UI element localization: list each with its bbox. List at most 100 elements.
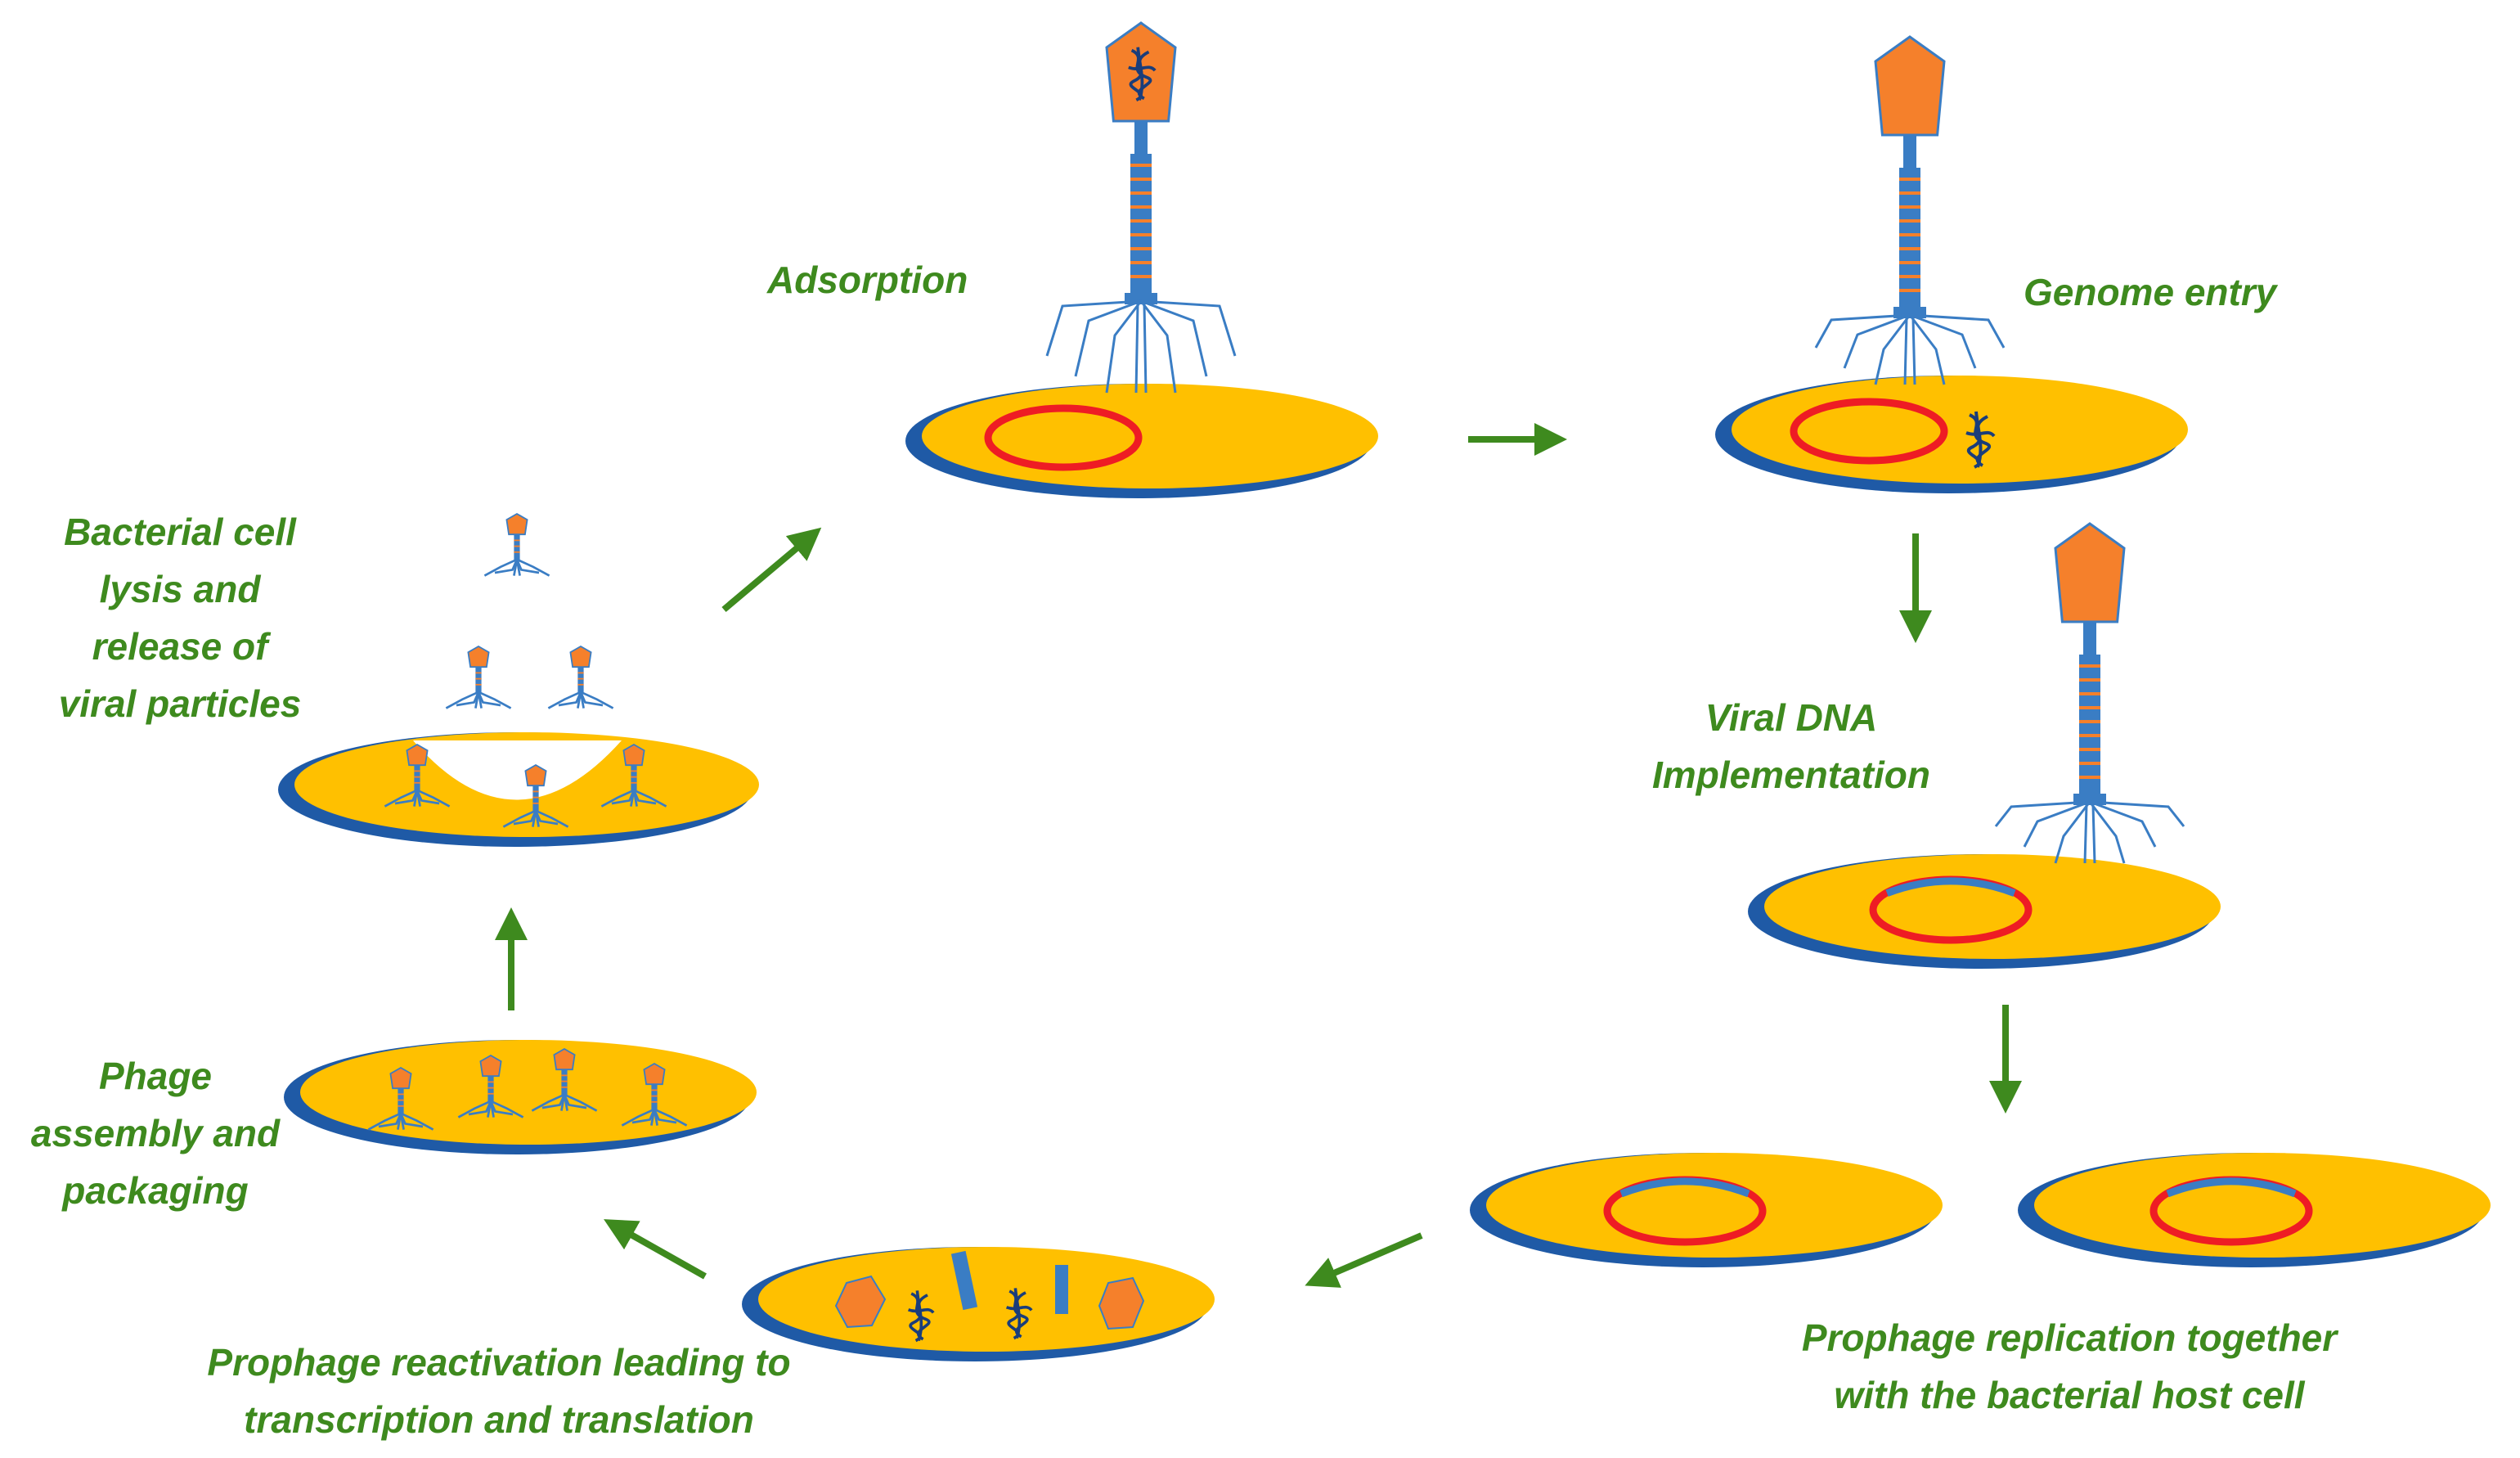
tail-fiber xyxy=(564,1093,598,1112)
tail-fiber xyxy=(654,1108,688,1127)
dna-strand xyxy=(1128,65,1157,72)
phage-tail xyxy=(651,1084,658,1111)
phage-viral-dna xyxy=(1994,522,2185,864)
tail-fiber xyxy=(1139,300,1177,394)
assembled-phage xyxy=(531,1047,598,1112)
viral-dna-tangle xyxy=(907,1290,935,1343)
prophage-insert xyxy=(1619,1177,1750,1198)
tail-fiber xyxy=(489,1100,495,1118)
dna-strand xyxy=(907,1307,935,1314)
tail-fiber xyxy=(2091,804,2096,864)
label-cell-lysis: Bacterial cell lysis and release of vira… xyxy=(58,511,302,725)
plasmid xyxy=(1603,1176,1767,1246)
tail-fiber xyxy=(1140,299,1237,357)
tail-fiber xyxy=(490,1100,524,1118)
tail-fiber xyxy=(1908,314,1946,385)
viral-dna-tangle xyxy=(1005,1288,1033,1340)
cell-replication-left xyxy=(1470,1153,1943,1267)
tail-fiber xyxy=(632,790,638,807)
tail-fiber xyxy=(547,691,582,709)
phage-tail xyxy=(475,667,482,694)
label-viral-dna-implementation: Viral DNA Implementation xyxy=(1652,696,1930,796)
phage-tail xyxy=(487,1076,494,1103)
tail-fiber xyxy=(535,809,569,828)
dna-strand xyxy=(1005,1305,1033,1312)
dna-strand xyxy=(915,1290,923,1342)
phage-tail xyxy=(1899,168,1920,307)
tail-fiber xyxy=(563,1094,568,1111)
tail-fiber xyxy=(2054,801,2091,864)
phage-head-fragment xyxy=(834,1275,887,1329)
released-phage xyxy=(502,763,569,828)
phage-tail xyxy=(577,667,584,694)
phage-head xyxy=(479,1054,502,1078)
tail-fiber xyxy=(1814,313,1911,349)
phage-neck xyxy=(1134,121,1148,154)
tail-fiber xyxy=(399,1113,405,1130)
phage-adsorption xyxy=(1045,21,1237,394)
phage-head-fragment xyxy=(1098,1276,1145,1330)
tail-fiber xyxy=(445,691,479,709)
tail-fiber xyxy=(2023,800,2091,848)
cell-viral-dna xyxy=(1748,854,2221,969)
tail-fiber xyxy=(531,1093,565,1112)
arrow-reactivation-to-assembly xyxy=(604,1219,707,1280)
tail-fragment xyxy=(1055,1265,1068,1314)
cell-replication-right xyxy=(2018,1153,2491,1267)
phage-tail xyxy=(561,1069,568,1096)
tail-fiber xyxy=(534,810,540,827)
label-phage-assembly: Phage assembly and packaging xyxy=(30,1055,281,1212)
tail-fiber xyxy=(1045,299,1142,357)
plasmid xyxy=(2149,1176,2313,1246)
plasmid xyxy=(984,404,1143,471)
tail-fiber xyxy=(633,789,667,808)
arrow-replication-to-reactivation xyxy=(1305,1232,1423,1288)
released-phage xyxy=(547,645,614,709)
dna-strand xyxy=(1136,47,1144,101)
phage-tail xyxy=(532,785,539,812)
released-phage xyxy=(483,512,550,577)
tail-fiber xyxy=(1074,299,1142,377)
assembled-phage xyxy=(367,1066,434,1131)
tail-fiber xyxy=(1874,314,1911,385)
tail-fiber xyxy=(483,558,518,577)
plasmid-ring xyxy=(984,404,1143,471)
phage-tail xyxy=(414,765,420,792)
cell-reactivation xyxy=(742,1247,1215,1361)
cell-adsorption xyxy=(905,384,1378,498)
tail-fiber xyxy=(384,789,418,808)
released-phage xyxy=(445,645,512,709)
tail-fiber xyxy=(515,559,521,576)
tail-fragment xyxy=(950,1250,978,1311)
cell-cytoplasm xyxy=(1764,854,2221,959)
assembled-phage xyxy=(457,1054,524,1118)
released-phage xyxy=(384,743,451,808)
cell-cytoplasm xyxy=(2034,1153,2491,1258)
tail-fiber xyxy=(2083,804,2088,864)
tail-fiber xyxy=(478,691,512,709)
dna-strand xyxy=(1965,430,1996,438)
phage-tail xyxy=(2079,655,2100,794)
phage-genome-entry xyxy=(1814,35,2006,385)
tail-fiber xyxy=(1140,299,1208,377)
phage-tail xyxy=(631,765,637,792)
tail-fiber xyxy=(653,1109,658,1126)
phage-head xyxy=(2054,522,2126,623)
tail-fiber xyxy=(416,790,421,807)
phage-head xyxy=(467,645,490,668)
phage-tail xyxy=(398,1088,404,1115)
cell-assembly xyxy=(284,1040,757,1154)
phage-head xyxy=(389,1066,412,1090)
viral-dna-tangle xyxy=(1965,411,1996,469)
arrow-lysis-to-adsorption xyxy=(721,527,822,613)
tail-fiber xyxy=(457,1100,492,1118)
tail-fiber xyxy=(600,789,635,808)
phage-head xyxy=(553,1047,576,1071)
dna-strand xyxy=(1974,411,1983,468)
label-adsorption: Adsorption xyxy=(767,259,968,301)
tail-fiber xyxy=(400,1112,434,1131)
phage-head xyxy=(1874,35,1946,137)
cell-genome-entry xyxy=(1715,376,2188,493)
tail-fiber xyxy=(1843,313,1911,369)
